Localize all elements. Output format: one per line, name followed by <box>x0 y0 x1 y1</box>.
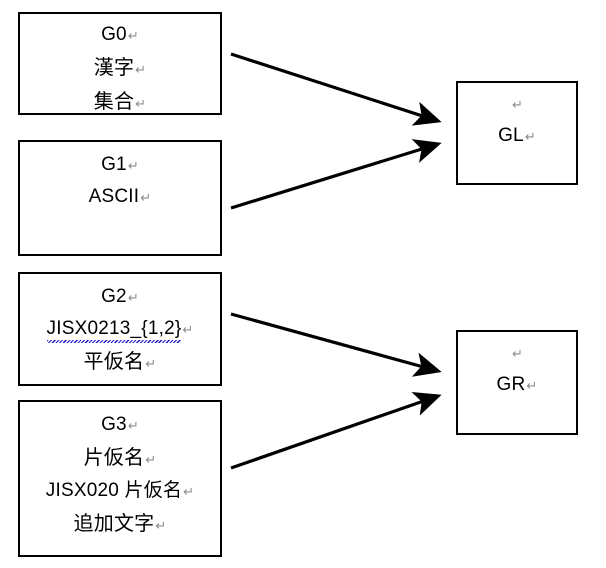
arrow-g2-to-gr <box>230 312 442 377</box>
node-box-gr[interactable]: ↵ GR↵ <box>456 330 578 435</box>
arrow-g3-to-gr <box>230 391 442 470</box>
return-mark-icon: ↵ <box>524 130 536 145</box>
return-mark-icon: ↵ <box>135 63 147 78</box>
return-mark-icon: ↵ <box>145 453 157 468</box>
node-box-g0[interactable]: G0↵ 漢字↵ 集合↵ <box>18 12 222 115</box>
node-g0-line-3: 集合↵ <box>93 89 147 113</box>
node-g0-line-1: G0↵ <box>101 24 139 45</box>
node-box-g1[interactable]: G1↵ ASCII↵ <box>18 140 222 256</box>
node-g0-line-2: 漢字↵ <box>93 55 147 79</box>
node-box-g2[interactable]: G2↵ JISX0213_{1,2}↵ 平仮名↵ <box>18 272 222 386</box>
node-g3-line-3: JISX020 片仮名↵ <box>45 480 195 501</box>
return-mark-icon: ↵ <box>127 29 139 44</box>
node-g3-line-4: 追加文字↵ <box>73 511 167 535</box>
arrow-g0-to-gl <box>230 52 442 126</box>
node-gl-line-2: GL↵ <box>498 125 536 146</box>
node-g2-line-2: JISX0213_{1,2}↵ <box>46 314 194 346</box>
node-gl-line-1: ↵ <box>511 89 523 121</box>
node-box-gl[interactable]: ↵ GL↵ <box>456 81 578 185</box>
return-mark-icon: ↵ <box>140 191 152 206</box>
return-mark-icon: ↵ <box>182 323 194 338</box>
node-g2-line-1: G2↵ <box>101 286 139 307</box>
node-box-g3[interactable]: G3↵ 片仮名↵ JISX020 片仮名↵ 追加文字↵ <box>18 400 222 557</box>
return-mark-icon: ↵ <box>135 97 147 112</box>
return-mark-icon: ↵ <box>145 357 157 372</box>
node-g1-line-2: ASCII↵ <box>88 186 152 207</box>
node-g1-line-1: G1↵ <box>101 154 139 175</box>
return-mark-icon: ↵ <box>511 98 524 113</box>
return-mark-icon: ↵ <box>511 347 524 362</box>
node-g3-line-1: G3↵ <box>101 414 139 435</box>
return-mark-icon: ↵ <box>127 419 139 434</box>
return-mark-icon: ↵ <box>127 291 139 306</box>
return-mark-icon: ↵ <box>155 519 167 534</box>
node-g3-line-2: 片仮名↵ <box>83 445 157 469</box>
return-mark-icon: ↵ <box>183 485 195 500</box>
return-mark-icon: ↵ <box>127 159 139 174</box>
return-mark-icon: ↵ <box>526 379 538 394</box>
node-gr-line-2: GR↵ <box>496 374 538 395</box>
node-gr-line-1: ↵ <box>511 338 523 370</box>
node-g2-line-3: 平仮名↵ <box>83 349 157 373</box>
arrow-g1-to-gl <box>230 139 442 210</box>
spellcheck-underline: JISX0213_{1,2} <box>46 314 182 344</box>
